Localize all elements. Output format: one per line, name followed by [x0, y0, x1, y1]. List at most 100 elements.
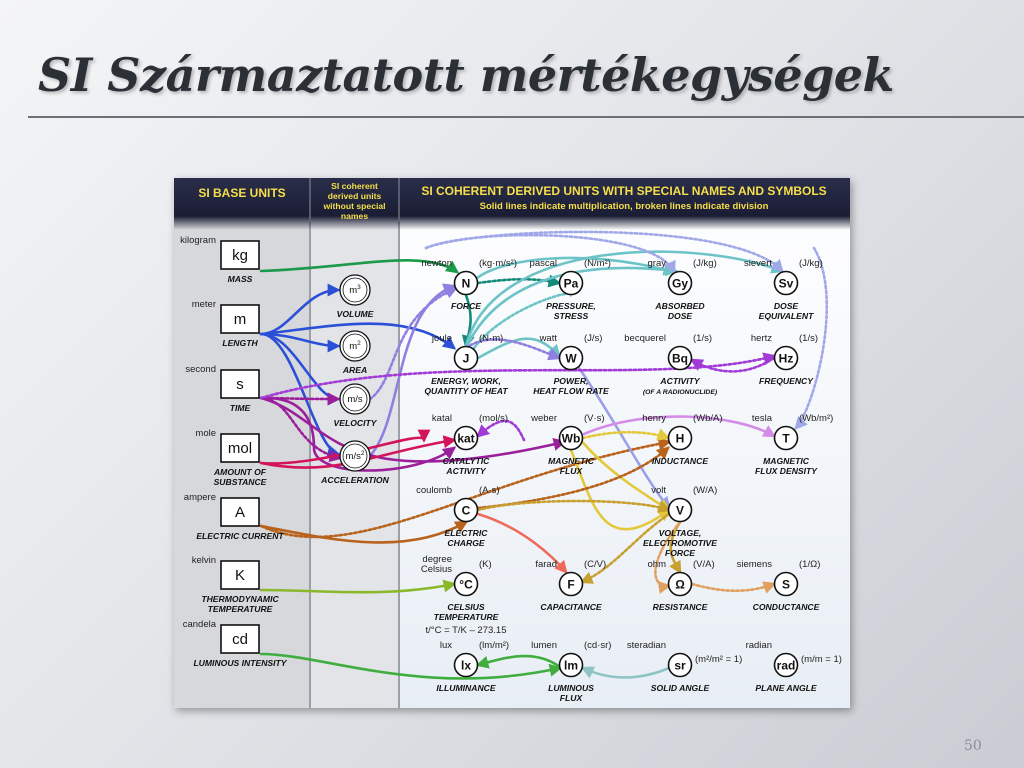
connector-line — [259, 520, 469, 544]
derived-unit-caption-sievert: DOSE — [774, 301, 799, 311]
connector-line — [580, 666, 671, 679]
header-derived-units: SI COHERENT DERIVED UNITS WITH SPECIAL N… — [421, 184, 826, 198]
derived-unit-symbol-tesla: T — [782, 432, 790, 446]
derived-unit-name-lumen: lumen — [531, 640, 557, 651]
derived-unit-circle-hertz — [773, 345, 799, 371]
mid-unit-ring-velocity — [342, 386, 368, 412]
connector-line — [259, 322, 457, 350]
derived-unit-name-hertz: hertz — [751, 333, 772, 344]
mid-unit-exponent: 2 — [361, 450, 365, 457]
connector-line — [794, 246, 828, 430]
mid-unit-circle-velocity — [339, 383, 371, 415]
derived-unit-caption-newton: FORCE — [451, 301, 481, 311]
mid-unit-exponent: 3 — [357, 284, 361, 291]
derived-unit-caption-gray: ABSORBED — [654, 301, 704, 311]
connector-line — [581, 428, 671, 441]
derived-unit-symbol-siemens: S — [782, 578, 790, 592]
base-unit-symbol-meter: m — [234, 311, 247, 328]
derived-unit-caption-farad: CAPACITANCE — [540, 602, 602, 612]
derived-unit-symbol-radian: rad — [777, 659, 796, 673]
base-unit-name-ampere: ampere — [184, 492, 216, 503]
derived-unit-definition-henry: (Wb/A) — [693, 413, 723, 424]
derived-unit-caption-becquerel: (OF A RADIONUCLIDE) — [643, 389, 718, 396]
derived-unit-definition-katal: (mol/s) — [479, 413, 508, 424]
derived-unit-caption-weber: MAGNETIC — [548, 456, 595, 466]
derived-unit-caption-henry: INDUCTANCE — [652, 456, 708, 466]
header-mid-line-2: derived units — [328, 191, 382, 201]
derived-unit-name-pascal: pascal — [530, 258, 557, 269]
derived-unit-symbol-watt: W — [565, 352, 577, 366]
base-unit-symbol-ampere: A — [235, 504, 245, 521]
base-unit-box-kelvin — [220, 560, 260, 590]
derived-unit-circle-sievert — [773, 270, 799, 296]
derived-unit-name-joule: joule — [431, 333, 452, 344]
derived-unit-circle-tesla — [773, 425, 799, 451]
connector-line — [464, 263, 679, 350]
mid-unit-circle-acceleration — [339, 440, 371, 472]
derived-unit-circle-lux — [453, 652, 479, 678]
derived-unit-name-lux: lux — [440, 640, 452, 651]
connector-line — [690, 581, 777, 594]
derived-unit-caption-watt: HEAT FLOW RATE — [533, 386, 609, 396]
derived-unit-circle-volt — [667, 497, 693, 523]
base-unit-symbol-second: s — [236, 376, 244, 393]
derived-unit-caption-coulomb: CHARGE — [447, 538, 485, 548]
base-unit-symbol-mole: mol — [228, 440, 252, 457]
mid-unit-symbol-acceleration: m/s2 — [346, 450, 365, 462]
derived-unit-definition-lumen: (cd·sr) — [584, 640, 611, 651]
derived-unit-definition-newton: (kg·m/s²) — [479, 258, 517, 269]
base-unit-caption-mole: SUBSTANCE — [214, 477, 267, 487]
derived-unit-name-henry: henry — [642, 413, 666, 424]
connector-line — [259, 332, 341, 458]
derived-unit-symbol-newton: N — [462, 277, 471, 291]
derived-unit-caption-katal: ACTIVITY — [445, 466, 486, 476]
title-divider — [28, 116, 1024, 118]
derived-unit-name-volt: volt — [651, 485, 666, 496]
derived-unit-circle-ohm — [667, 571, 693, 597]
derived-unit-definition-siemens: (1/Ω) — [799, 559, 820, 570]
derived-unit-symbol-weber: Wb — [562, 432, 581, 446]
derived-unit-name-gray: gray — [648, 258, 667, 269]
header-band — [174, 178, 850, 216]
header-fade — [174, 216, 850, 230]
derived-unit-circle-coulomb — [453, 497, 479, 523]
base-unit-symbol-kilogram: kg — [232, 247, 248, 264]
base-unit-caption-ampere: ELECTRIC CURRENT — [196, 531, 284, 541]
derived-unit-caption-sievert: EQUIVALENT — [759, 311, 814, 321]
base-unit-caption-kelvin: THERMODYNAMIC — [201, 594, 279, 604]
connector-line — [476, 419, 526, 442]
derived-unit-circle-pascal — [558, 270, 584, 296]
derived-unit-symbol-volt: V — [676, 504, 684, 518]
derived-unit-definition-lux: (lm/m²) — [479, 640, 509, 651]
derived-unit-definition-ohm: (V/A) — [693, 559, 715, 570]
derived-unit-definition-degree: (K) — [479, 559, 492, 570]
base-unit-caption-candela: LUMINOUS INTENSITY — [193, 658, 287, 668]
base-unit-box-ampere — [220, 497, 260, 527]
slide-title: SI Származtatott mértékegységek — [38, 48, 894, 102]
base-unit-caption-meter: LENGTH — [222, 338, 258, 348]
derived-unit-name-newton: newton — [421, 258, 452, 269]
derived-unit-circle-degree — [453, 571, 479, 597]
derived-unit-symbol-becquerel: Bq — [672, 352, 688, 366]
derived-unit-name-degree: degree — [422, 554, 452, 565]
derived-unit-circle-steradian — [667, 652, 693, 678]
derived-unit-symbol-sievert: Sv — [779, 277, 794, 291]
connector-line — [464, 338, 562, 361]
derived-unit-circle-gray — [667, 270, 693, 296]
derived-unit-caption-volt: VOLTAGE, — [659, 528, 702, 538]
mid-unit-ring-acceleration — [342, 443, 368, 469]
derived-unit-definition-volt: (W/A) — [693, 485, 717, 496]
derived-unit-caption-watt: POWER, — [554, 376, 589, 386]
derived-unit-circle-radian — [773, 652, 799, 678]
derived-unit-symbol-lumen: lm — [564, 659, 578, 673]
derived-unit-symbol-degree: °C — [459, 578, 473, 592]
derived-unit-definition-gray: (J/kg) — [693, 258, 717, 269]
derived-unit-name-steradian: steradian — [627, 640, 666, 651]
base-unit-box-candela — [220, 624, 260, 654]
derived-unit-symbol-farad: F — [567, 578, 574, 592]
derived-unit-caption-lumen: LUMINOUS — [548, 683, 594, 693]
derived-unit-caption-joule: ENERGY, WORK, — [431, 376, 501, 386]
connector-line — [259, 392, 341, 406]
derived-unit-circle-weber — [558, 425, 584, 451]
mid-unit-circle-area — [339, 330, 371, 362]
